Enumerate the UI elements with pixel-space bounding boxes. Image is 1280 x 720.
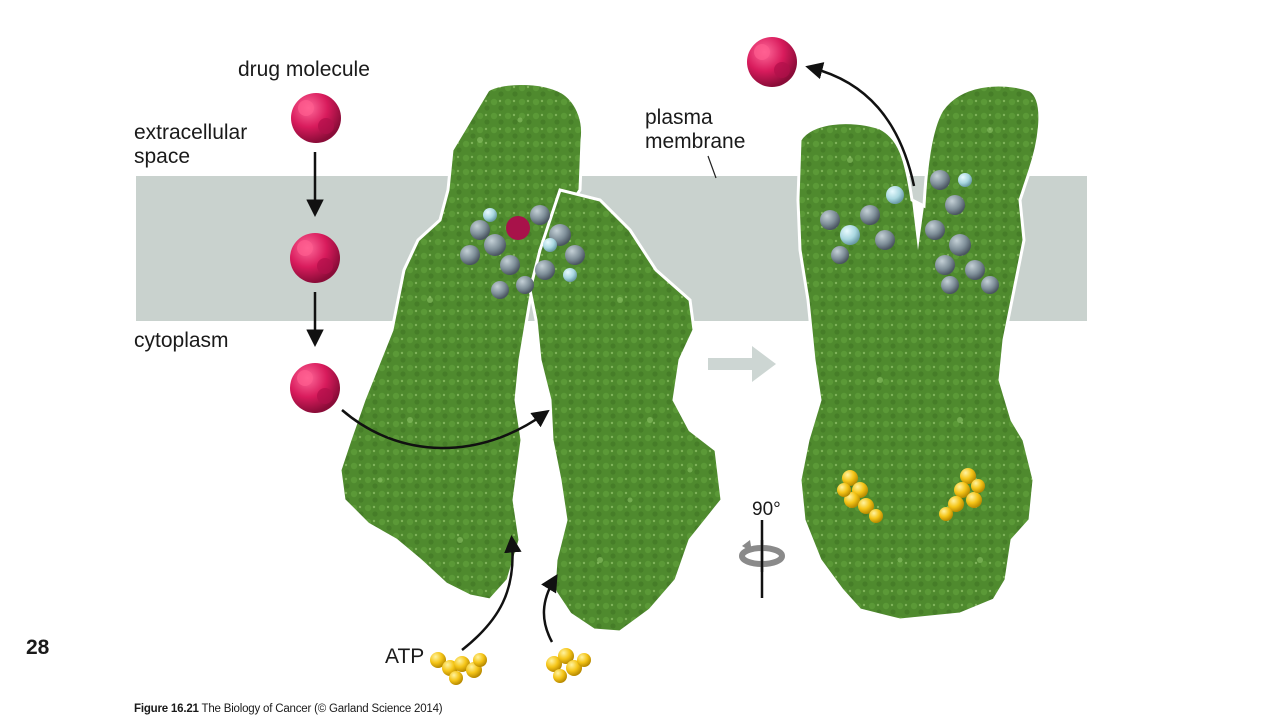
- arrow-atp-right: [541, 573, 558, 643]
- pathway-arrows: [306, 62, 916, 651]
- transporter-left-arm: [338, 82, 585, 602]
- extracellular-space-label: extracellular space: [134, 121, 248, 168]
- transporter-inward-facing: [338, 82, 724, 634]
- binding-pocket-right: [820, 170, 999, 294]
- atp-molecule-right: [546, 648, 591, 683]
- membrane-label-pointer: [707, 155, 717, 179]
- drug-molecule-2: [290, 233, 340, 283]
- drug-molecule-expelled: [747, 37, 797, 87]
- outward-gate: [912, 200, 924, 250]
- cytoplasm-label: cytoplasm: [134, 329, 229, 352]
- arrow-drug-into-pocket: [341, 409, 550, 450]
- arrow-drug-expelled: [805, 62, 916, 187]
- atp-molecule-left: [430, 652, 487, 685]
- transporter-outward-facing: [796, 83, 1042, 622]
- caption-figure-number: Figure 16.21: [134, 703, 199, 715]
- figure-caption: Figure 16.21 The Biology of Cancer (© Ga…: [134, 703, 443, 715]
- right-arrow-icon: [708, 346, 776, 382]
- drug-molecule-1: [291, 93, 341, 143]
- rotation-label: 90°: [752, 499, 781, 520]
- caption-text: The Biology of Cancer (© Garland Science…: [201, 703, 443, 715]
- arrow-atp-left: [461, 535, 522, 651]
- binding-pocket-left: [460, 205, 585, 299]
- atp-label: ATP: [385, 645, 425, 668]
- rotate-90-icon: [739, 520, 785, 598]
- bound-atp-right: [939, 468, 985, 521]
- drug-molecule-3: [290, 363, 340, 413]
- transporter-rotated-body: [796, 83, 1042, 622]
- bound-atp-left: [837, 470, 883, 523]
- slide-number: 28: [26, 636, 50, 659]
- transporter-right-arm: [528, 188, 724, 634]
- plasma-membrane-label: plasma membrane: [645, 106, 746, 153]
- drug-molecule-label: drug molecule: [238, 58, 370, 81]
